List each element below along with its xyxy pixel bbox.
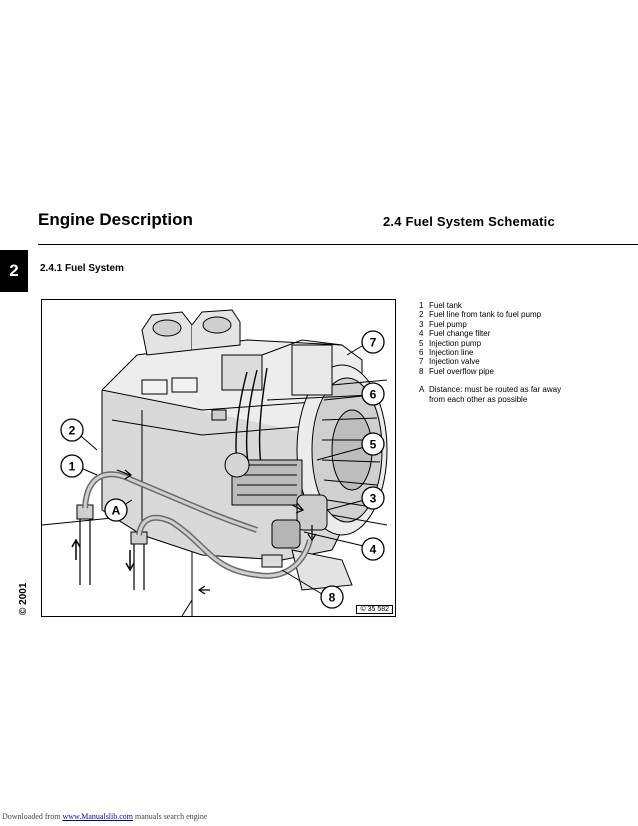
callout-8: 8 xyxy=(329,591,336,605)
header-rule xyxy=(38,244,638,245)
section-header: 2.4 Fuel System Schematic xyxy=(383,214,555,229)
footer-suffix: manuals search engine xyxy=(135,812,208,821)
subsection-title: 2.4.1 Fuel System xyxy=(40,263,124,274)
callout-3: 3 xyxy=(370,492,377,506)
callout-2: 2 xyxy=(69,424,76,438)
callout-a: A xyxy=(112,504,121,518)
legend-note: A Distance: must be routed as far away fr… xyxy=(419,385,569,404)
legend-text: Fuel line from tank to fuel pump xyxy=(429,310,542,320)
figure-legend: 1 Fuel tank 2 Fuel line from tank to fuel … xyxy=(419,301,569,404)
legend-text: Distance: must be routed as far away fro… xyxy=(429,385,562,404)
legend-num: 6 xyxy=(419,348,424,358)
legend-item: 5 Injection pump xyxy=(419,339,569,348)
legend-text: Fuel change filter xyxy=(429,329,491,339)
legend-text: Fuel overflow pipe xyxy=(429,366,494,376)
callout-4: 4 xyxy=(370,543,377,557)
legend-text: Injection valve xyxy=(429,357,480,367)
legend-item: 4 Fuel change filter xyxy=(419,329,569,338)
download-footer: Downloaded from www.Manualslib.com manua… xyxy=(2,812,207,821)
legend-num: A xyxy=(419,385,425,395)
legend-item: 8 Fuel overflow pipe xyxy=(419,367,569,376)
callout-6: 6 xyxy=(370,388,377,402)
figure-number: © 35 582 xyxy=(356,605,393,614)
legend-num: 7 xyxy=(419,357,424,367)
engine-illustration: 2 1 A 7 6 5 3 4 8 xyxy=(42,309,388,616)
copyright-label: © 2001 xyxy=(18,582,29,615)
callout-circles: 2 1 A 7 6 5 3 4 8 xyxy=(60,330,385,609)
legend-text: Injection pump xyxy=(429,338,482,348)
fuel-system-figure: 2 1 A 7 6 5 3 4 8 © 35 582 xyxy=(41,299,396,617)
page-title: Engine Description xyxy=(38,210,193,229)
legend-text: Injection line xyxy=(429,348,474,358)
legend-num: 2 xyxy=(419,310,424,320)
footer-prefix: Downloaded from xyxy=(2,812,61,821)
manualslib-link[interactable]: www.Manualslib.com xyxy=(62,812,134,821)
legend-num: 8 xyxy=(419,366,424,376)
legend-item: 7 Injection valve xyxy=(419,357,569,366)
callout-1: 1 xyxy=(69,460,76,474)
callout-5: 5 xyxy=(370,438,377,452)
legend-item: 3 Fuel pump xyxy=(419,320,569,329)
legend-item: 2 Fuel line from tank to fuel pump xyxy=(419,310,569,319)
chapter-tab: 2 xyxy=(0,250,28,292)
legend-num: 5 xyxy=(419,338,424,348)
legend-num: 4 xyxy=(419,329,424,339)
legend-item: 6 Injection line xyxy=(419,348,569,357)
legend-num: 1 xyxy=(419,301,424,310)
callout-7: 7 xyxy=(370,336,377,350)
legend-text: Fuel pump xyxy=(429,319,467,329)
legend-item: 1 Fuel tank xyxy=(419,301,569,310)
legend-num: 3 xyxy=(419,319,424,329)
legend-text: Fuel tank xyxy=(429,301,462,310)
